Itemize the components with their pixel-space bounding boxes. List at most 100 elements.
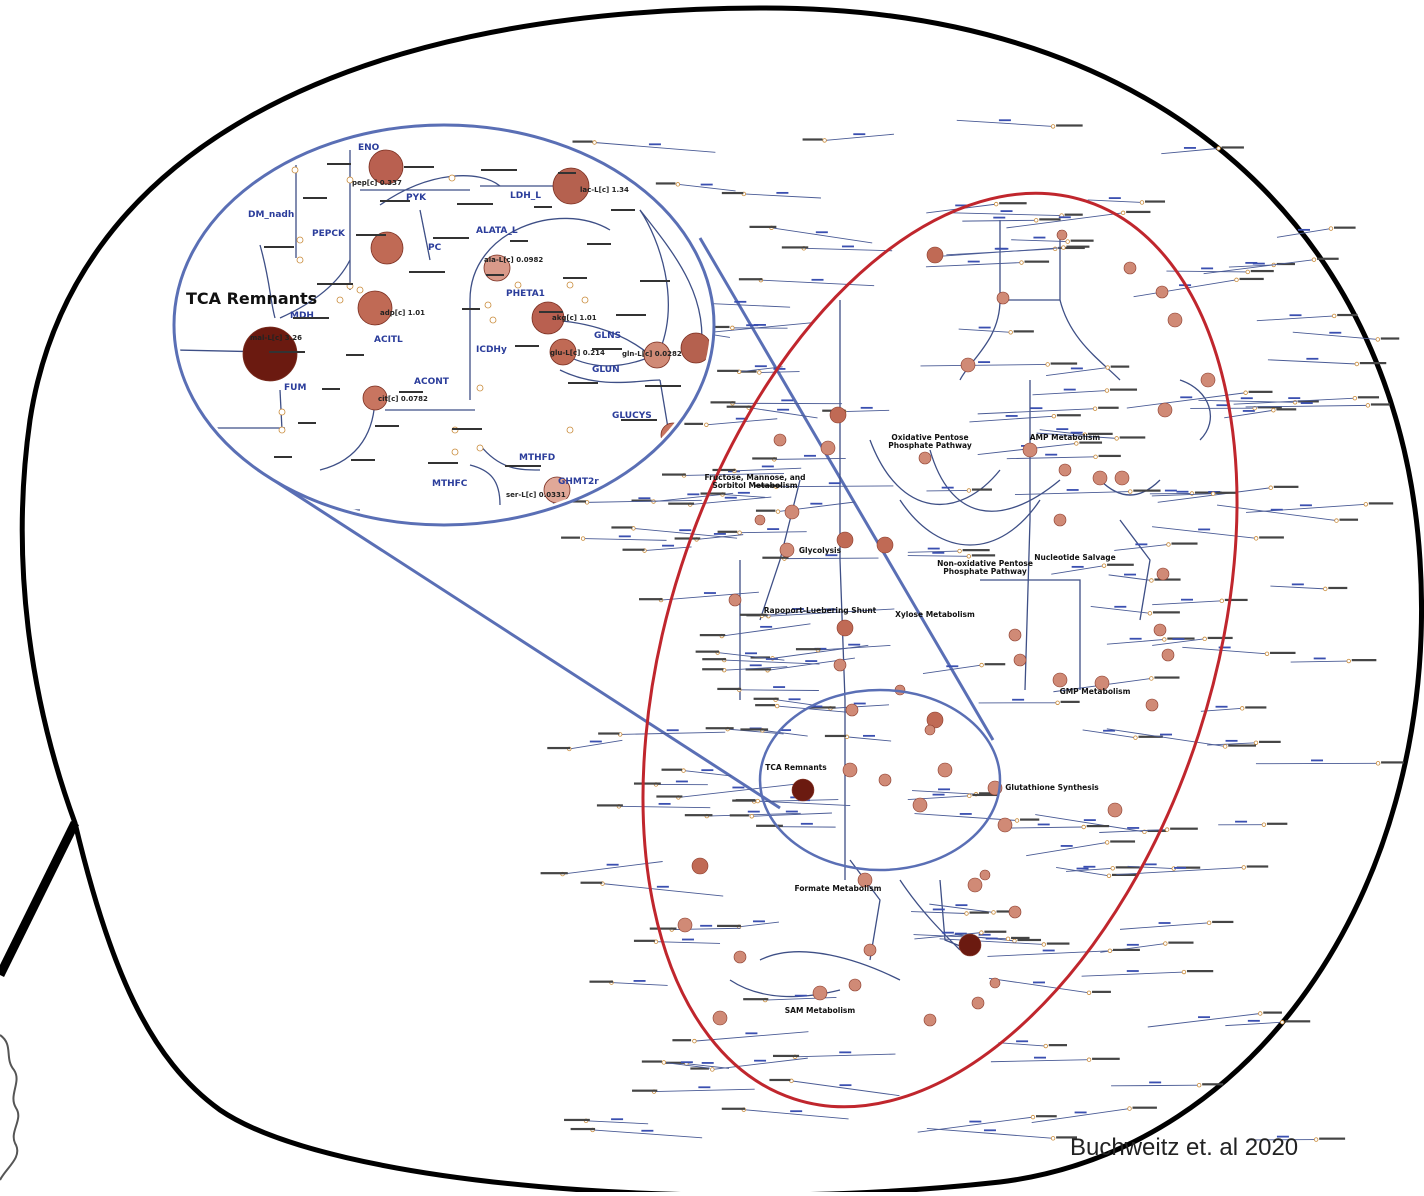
tiny-label-mark: [754, 698, 779, 700]
zoom-tiny-label-mark: [250, 160, 268, 162]
network-spoke: [1152, 601, 1222, 605]
tiny-label-mark: [589, 981, 613, 983]
pathway-label: AMP Metabolism: [1030, 433, 1101, 442]
reaction-label: MTHFC: [432, 479, 468, 489]
metabolite-label: pep[c] 0.337: [352, 179, 402, 187]
zoom-terminal-node: [452, 449, 458, 455]
tiny-label-mark: [1263, 1011, 1282, 1013]
tiny-label-mark: [1371, 403, 1390, 405]
tiny-label-mark: [1187, 970, 1213, 972]
zoom-terminal-node: [567, 427, 573, 433]
metabolite-node: [1009, 906, 1021, 918]
zoom-terminal-node: [582, 297, 588, 303]
terminal-node: [1163, 638, 1167, 642]
tiny-reaction-mark: [1198, 1016, 1210, 1018]
network-spoke: [989, 978, 1089, 992]
zoom-terminal-node: [477, 445, 483, 451]
zoom-terminal-node: [567, 282, 573, 288]
tiny-label-mark: [1168, 942, 1193, 944]
tiny-reaction-mark: [1006, 415, 1018, 417]
terminal-node: [1165, 828, 1169, 832]
terminal-node: [1220, 599, 1224, 603]
tiny-reaction-mark: [1243, 410, 1255, 412]
reaction-label: PC: [428, 243, 442, 253]
terminal-node: [1281, 1020, 1285, 1024]
tiny-label-mark: [739, 278, 762, 280]
tiny-reaction-mark: [942, 487, 954, 489]
zoom-tiny-label-mark: [409, 271, 445, 273]
terminal-node: [1102, 564, 1106, 568]
tiny-reaction-mark: [1075, 1112, 1087, 1114]
terminal-node: [1254, 537, 1258, 541]
bubble-tail: [0, 823, 75, 975]
tiny-label-mark: [1274, 486, 1299, 488]
network-spoke: [761, 280, 874, 286]
tiny-label-mark: [1107, 564, 1134, 566]
reaction-label: PEPCK: [312, 229, 346, 239]
network-spoke: [844, 410, 889, 411]
network-spoke: [1035, 815, 1144, 832]
zoom-inset: ENODM_nadhPEPCKPYKPCLDH_LALATA_LMDHACITL…: [174, 125, 714, 525]
tiny-reaction-mark: [773, 686, 785, 688]
tiny-label-mark: [547, 747, 570, 749]
tiny-reaction-mark: [839, 1084, 851, 1086]
tiny-reaction-mark: [1226, 740, 1238, 742]
network-spoke: [912, 791, 976, 795]
tiny-reaction-mark: [1149, 1082, 1161, 1084]
tiny-label-mark: [1099, 455, 1121, 457]
metabolite-node: [1201, 373, 1215, 387]
tiny-label-mark: [984, 931, 1006, 933]
tiny-label-mark: [1228, 744, 1256, 746]
tiny-reaction-mark: [1072, 566, 1084, 568]
metabolite-node: [1156, 286, 1168, 298]
tiny-label-mark: [756, 510, 775, 512]
tiny-reaction-mark: [1127, 970, 1139, 972]
pathway-label: Glycolysis: [799, 546, 842, 555]
zoom-tiny-label-mark: [375, 425, 399, 427]
tiny-reaction-mark: [767, 528, 779, 530]
tiny-reaction-mark: [611, 1118, 623, 1120]
tiny-reaction-mark: [748, 811, 760, 813]
network-spoke: [957, 120, 1053, 126]
terminal-node: [593, 141, 597, 145]
terminal-node: [1272, 408, 1276, 412]
tiny-label-mark: [634, 782, 661, 784]
tiny-label-mark: [1216, 492, 1237, 494]
tiny-reaction-mark: [657, 886, 669, 888]
pathway-label: Xylose Metabolism: [895, 610, 975, 619]
reaction-label: PHETA1: [506, 289, 545, 299]
tiny-reaction-mark: [732, 787, 744, 789]
terminal-node: [1042, 943, 1046, 947]
tiny-label-mark: [1225, 599, 1248, 601]
terminal-node: [1051, 125, 1055, 129]
terminal-node: [758, 371, 762, 375]
pathway-label: Phosphate Pathway: [888, 441, 972, 450]
zoom-tiny-label-mark: [327, 163, 351, 165]
tiny-reaction-mark: [1253, 263, 1265, 265]
tiny-label-mark: [1251, 270, 1274, 272]
tiny-label-mark: [722, 1108, 745, 1110]
tiny-reaction-mark: [679, 529, 691, 531]
metabolite-node: [924, 1014, 936, 1026]
tiny-reaction-mark: [1109, 197, 1121, 199]
tiny-reaction-mark: [714, 533, 726, 535]
tiny-reaction-mark: [1184, 147, 1196, 149]
terminal-node: [1108, 949, 1112, 953]
terminal-node: [776, 510, 780, 514]
zoom-terminal-node: [297, 237, 303, 243]
zoom-tiny-label-mark: [293, 317, 329, 319]
tiny-reaction-mark: [1329, 332, 1341, 334]
tiny-reaction-mark: [1077, 868, 1089, 870]
tiny-label-mark: [1339, 519, 1358, 521]
tiny-label-mark: [668, 503, 694, 505]
pathway-label: Nucleotide Salvage: [1034, 553, 1116, 562]
tiny-label-mark: [1319, 1138, 1345, 1140]
tiny-reaction-mark: [649, 143, 661, 145]
network-spoke: [1011, 240, 1067, 242]
terminal-node: [1254, 741, 1258, 745]
tiny-label-mark: [598, 732, 619, 734]
tiny-reaction-mark: [1306, 358, 1318, 360]
terminal-node: [1332, 314, 1336, 318]
tiny-label-mark: [970, 911, 989, 913]
tiny-reaction-mark: [702, 1062, 714, 1064]
